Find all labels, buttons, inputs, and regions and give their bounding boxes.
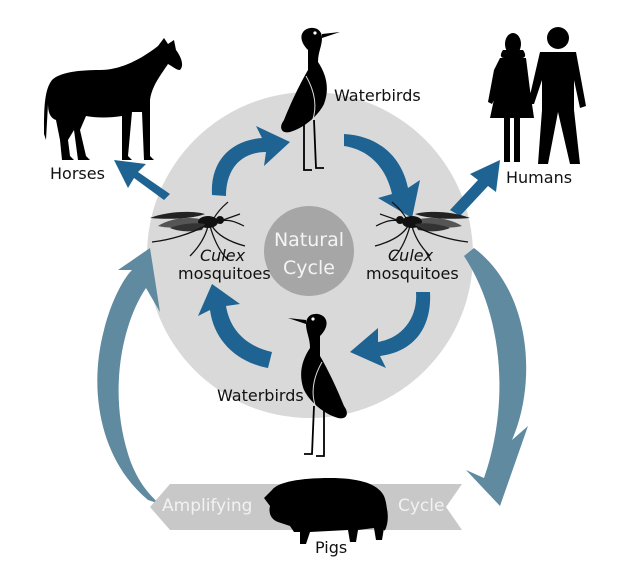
arrow-mosquito-to-waterbird-bottom (350, 292, 431, 368)
mosquito-right-label: mosquitoes (366, 264, 459, 283)
humans-icon (488, 27, 586, 164)
pig-icon (264, 478, 388, 544)
arrow-pigs-to-mosquito (97, 248, 160, 504)
horse-icon (44, 38, 183, 160)
horses-label: Horses (50, 164, 105, 183)
inner-cycle-arrows (114, 126, 500, 368)
pigs-label: Pigs (315, 538, 348, 557)
arrow-mosquito-to-waterbird-top (211, 126, 290, 196)
arrow-to-horses (114, 160, 170, 200)
mosquito-right-genus-label: Culex (388, 246, 434, 265)
arrow-waterbird-top-to-mosquito (344, 134, 420, 218)
banner-cycle-label: Cycle (398, 496, 445, 516)
waterbirds-top-label: Waterbirds (334, 86, 421, 105)
natural-cycle-center (264, 206, 354, 296)
mosquito-left-genus-label: Culex (200, 246, 246, 265)
banner-amplifying-label: Amplifying (162, 496, 253, 516)
amplifying-cycle-arrows (97, 248, 528, 506)
arrow-mosquito-to-pigs (464, 248, 528, 506)
humans-label: Humans (506, 168, 573, 187)
natural-cycle-line2: Cycle (283, 257, 335, 279)
waterbirds-bottom-label: Waterbirds (217, 386, 304, 405)
arrow-waterbird-bottom-to-mosquito (198, 284, 272, 368)
mosquito-left-label: mosquitoes (178, 264, 271, 283)
arrow-to-humans (450, 160, 500, 216)
natural-cycle-line1: Natural (273, 229, 345, 251)
